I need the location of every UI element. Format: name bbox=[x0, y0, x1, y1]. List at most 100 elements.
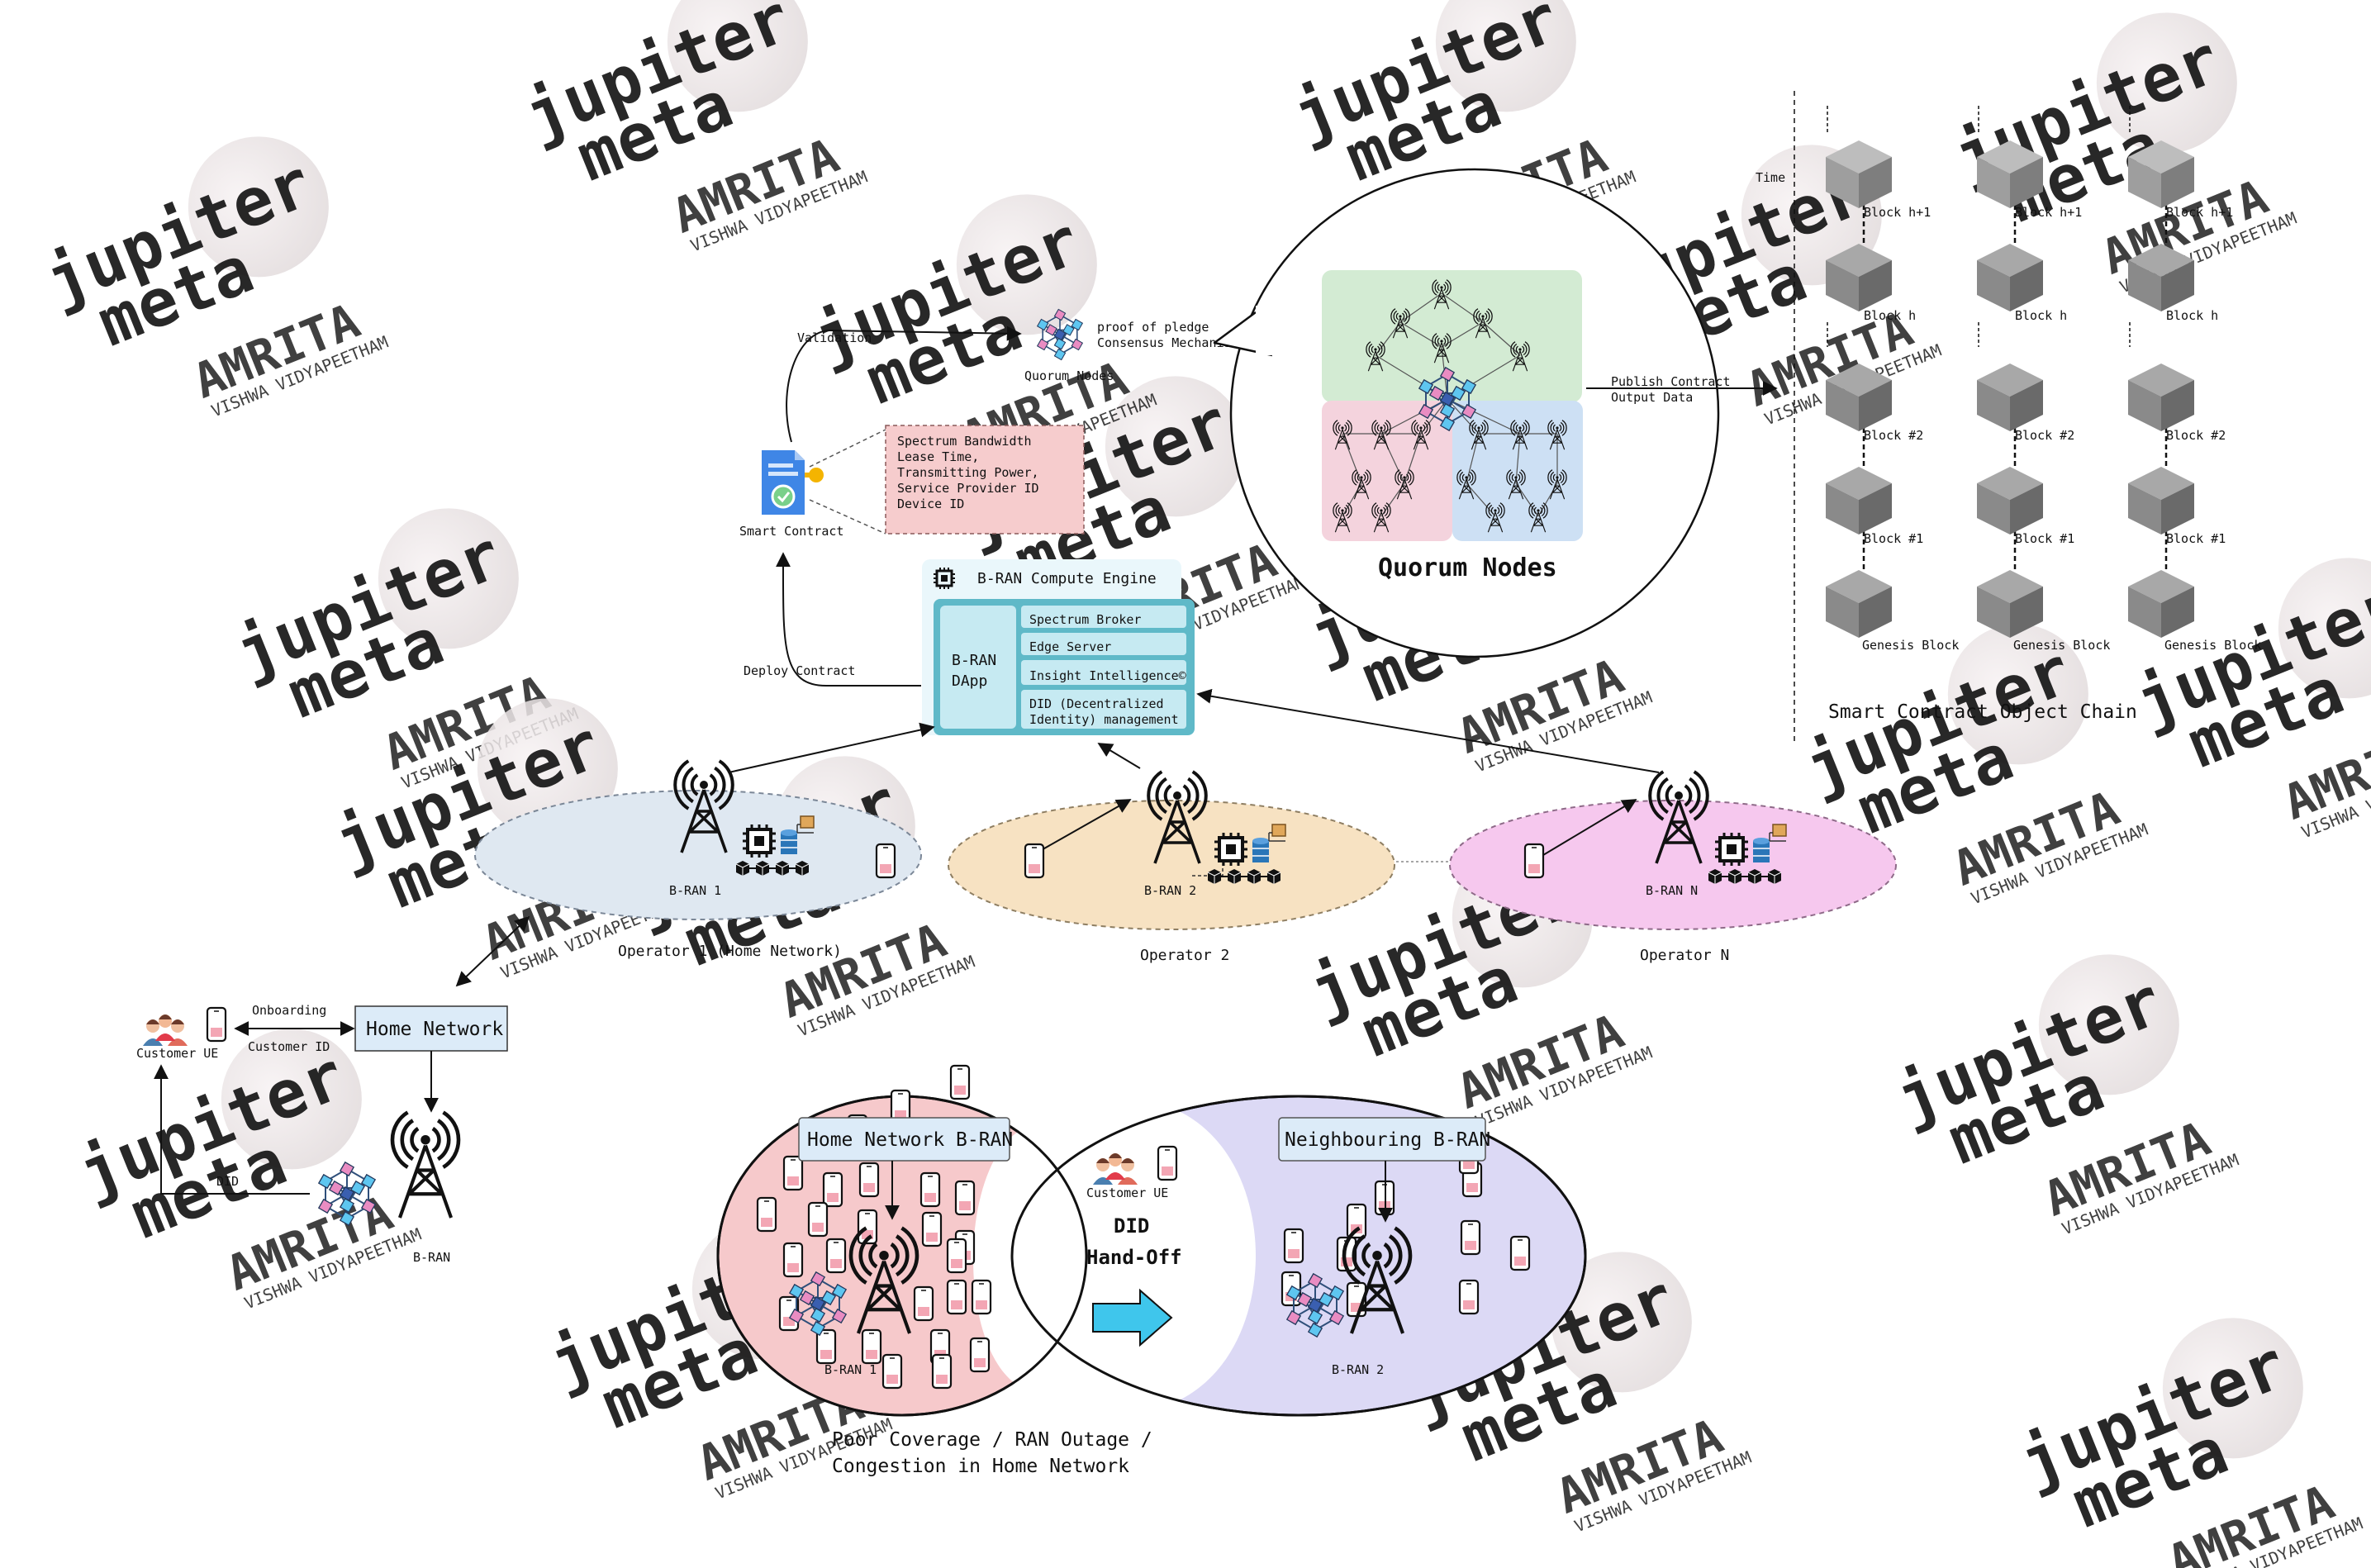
publish-line2: Output Data bbox=[1611, 390, 1693, 405]
handoff-arrow-icon bbox=[1092, 1288, 1173, 1347]
quorum-small-label: Quorum Nodes bbox=[1024, 368, 1114, 383]
contract-flow: Validation Quorum Nodes proof of pledge … bbox=[739, 308, 1239, 687]
smartphone-icon bbox=[881, 1353, 903, 1390]
smartphone-icon bbox=[206, 1006, 227, 1043]
venn-bran2-label: B-RAN 2 bbox=[1332, 1362, 1384, 1377]
smartphone-icon bbox=[1346, 1203, 1367, 1239]
chain-block-label: Genesis Block bbox=[2013, 638, 2110, 653]
smart-contract-file-icon bbox=[762, 450, 824, 515]
blockchain-mesh-icon bbox=[1418, 366, 1477, 432]
smartphone-icon bbox=[857, 1209, 878, 1245]
did-label: DID bbox=[216, 1174, 239, 1189]
radio-tower-icon bbox=[1510, 341, 1530, 372]
cpu-chip-icon bbox=[934, 568, 955, 589]
cpu-chip-icon bbox=[743, 824, 776, 858]
smartphone-icon bbox=[1157, 1145, 1178, 1181]
radio-tower-icon bbox=[1333, 502, 1352, 533]
chain-block-label: Block h bbox=[2015, 308, 2067, 323]
smartphone-icon bbox=[954, 1180, 976, 1216]
radio-tower-icon bbox=[1333, 420, 1352, 450]
radio-tower-icon bbox=[1473, 308, 1493, 339]
smartphone-icon bbox=[807, 1201, 829, 1238]
blockchain-mesh-icon bbox=[1285, 1272, 1345, 1338]
contract-params-box bbox=[885, 425, 1085, 535]
dapp-line1: B-RAN bbox=[952, 652, 996, 669]
smartphone-icon bbox=[946, 1279, 967, 1315]
radio-tower-icon bbox=[1371, 502, 1391, 533]
onboarding-panel: Customer UE Onboarding Customer ID Home … bbox=[136, 1003, 508, 1265]
quorum-callout: Quorum Nodes Publish Contract Output Dat… bbox=[1213, 168, 1778, 658]
onboarding-label: Onboarding bbox=[252, 1003, 326, 1018]
customer-ue-label: Customer UE bbox=[136, 1046, 218, 1061]
smartphone-icon bbox=[913, 1285, 934, 1322]
package-box-icon bbox=[1271, 824, 1286, 837]
smartphone-icon bbox=[1460, 1219, 1481, 1256]
venn-customer-label: Customer UE bbox=[1086, 1186, 1168, 1200]
quorum-title: Quorum Nodes bbox=[1378, 554, 1557, 582]
did-handoff-line2: Hand-Off bbox=[1086, 1246, 1182, 1269]
smartphone-icon bbox=[782, 1155, 804, 1191]
chain-block-label: Block h bbox=[2166, 308, 2218, 323]
smartphone-icon bbox=[858, 1162, 880, 1198]
deploy-contract-label: Deploy Contract bbox=[744, 663, 855, 678]
radio-tower-icon bbox=[848, 1226, 919, 1334]
home-bran-box bbox=[798, 1117, 1010, 1162]
radio-tower-icon bbox=[1432, 333, 1452, 363]
block-cube-icon bbox=[1747, 869, 1768, 884]
dapp-line2: DApp bbox=[952, 672, 987, 690]
smartphone-icon bbox=[921, 1211, 943, 1247]
operators-row: B-RAN 1 B-RAN 2 B-RAN N Operator 1 (Home… bbox=[455, 688, 1897, 987]
smartphone-icon bbox=[931, 1353, 953, 1390]
radio-tower-icon bbox=[1342, 1226, 1413, 1334]
block-cube-icon bbox=[735, 861, 756, 876]
chain-block-label: Genesis Block bbox=[1862, 638, 1959, 653]
op1-label: Operator 1 (Home Network) bbox=[618, 943, 842, 960]
param-3: Service Provider ID bbox=[897, 481, 1039, 496]
engine-row-2: Insight Intelligence© bbox=[1029, 668, 1187, 683]
smartphone-icon bbox=[1458, 1279, 1480, 1315]
edge-compute-stack bbox=[1708, 824, 1787, 884]
smartphone-icon bbox=[756, 1196, 777, 1233]
radio-tower-icon bbox=[1366, 341, 1385, 372]
neighbour-bran-label: Neighbouring B-RAN bbox=[1285, 1129, 1490, 1151]
smartphone-icon bbox=[1024, 843, 1045, 879]
block-cube-icon bbox=[1826, 140, 1892, 208]
engine-row-3: DID (Decentralized bbox=[1029, 696, 1164, 711]
radio-tower-icon bbox=[673, 759, 734, 853]
chain-caption: Smart Contract Object Chain bbox=[1828, 701, 2137, 723]
block-cube-icon bbox=[1207, 869, 1228, 884]
radio-tower-icon bbox=[1432, 279, 1452, 310]
block-cube-icon bbox=[1708, 869, 1728, 884]
radio-tower-icon bbox=[1510, 420, 1530, 450]
radio-tower-icon bbox=[1147, 770, 1208, 864]
publish-line1: Publish Contract bbox=[1611, 374, 1731, 389]
block-cube-icon bbox=[1977, 467, 2043, 535]
block-cube-icon bbox=[755, 861, 776, 876]
smartphone-icon bbox=[875, 843, 896, 879]
quorum-blue-region bbox=[1452, 401, 1583, 541]
block-cube-icon bbox=[1826, 570, 1892, 638]
neighbour-bran-box bbox=[1278, 1117, 1486, 1162]
quorum-green-region bbox=[1322, 270, 1582, 402]
param-4: Device ID bbox=[897, 497, 964, 511]
block-cube-icon bbox=[1266, 869, 1281, 884]
validation-label: Validation bbox=[797, 330, 872, 345]
radio-tower-icon bbox=[1456, 469, 1476, 500]
radio-tower-icon bbox=[1411, 420, 1431, 450]
smart-contract-label: Smart Contract bbox=[739, 524, 843, 539]
handoff-caption-line2: Congestion in Home Network bbox=[832, 1456, 1129, 1477]
radio-tower-icon bbox=[1352, 469, 1371, 500]
package-box-icon bbox=[800, 815, 815, 829]
cpu-chip-icon bbox=[1214, 833, 1247, 866]
time-label: Time bbox=[1756, 170, 1785, 185]
venn-bran1-label: B-RAN 1 bbox=[824, 1362, 877, 1377]
block-cube-icon bbox=[1826, 363, 1892, 431]
smartphone-icon bbox=[861, 1328, 882, 1365]
